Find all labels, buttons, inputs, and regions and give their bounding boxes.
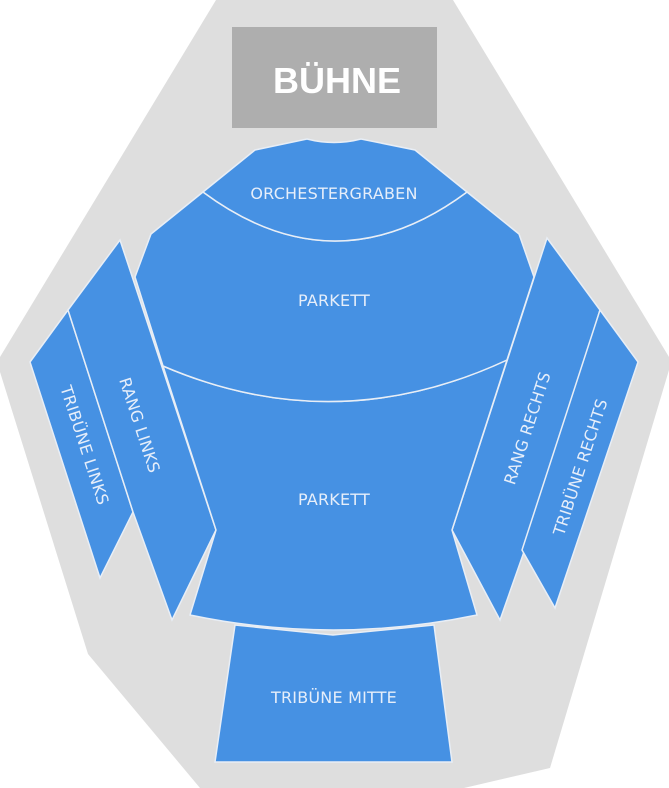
- section-tribune-mitte[interactable]: [214, 624, 453, 763]
- section-label-orchestergraben: ORCHESTERGRABEN: [250, 184, 417, 203]
- section-label-parkett-front: PARKETT: [298, 291, 370, 310]
- section-rang-links[interactable]: [67, 238, 217, 622]
- section-tribune-rechts[interactable]: [521, 308, 639, 610]
- section-label-tribune-mitte: TRIBÜNE MITTE: [270, 688, 397, 707]
- stage-label: BÜHNE: [273, 60, 401, 101]
- section-orchestergraben[interactable]: [201, 138, 469, 242]
- section-label-parkett-rear: PARKETT: [298, 490, 370, 509]
- stage: [232, 27, 437, 128]
